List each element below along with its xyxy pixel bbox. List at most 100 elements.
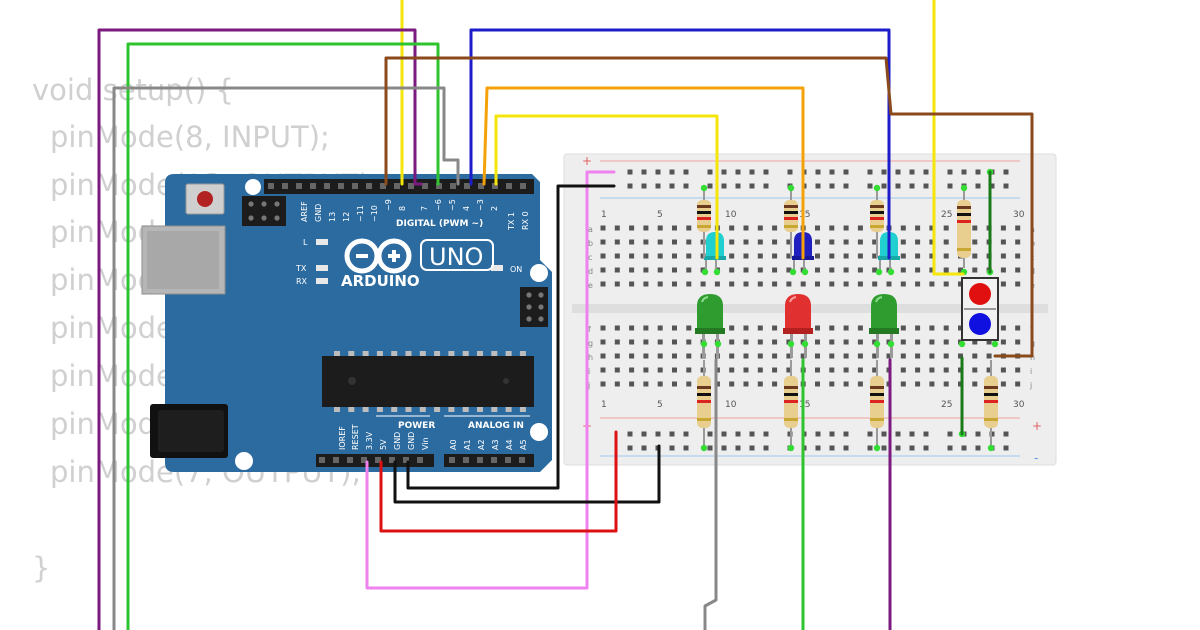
- breadboard-hole: [686, 353, 692, 359]
- breadboard-hole: [972, 381, 978, 387]
- breadboard-hole: [657, 367, 663, 373]
- power-jack-inner: [158, 410, 224, 452]
- breadboard-hole: [614, 381, 620, 387]
- connection-dot: [789, 268, 797, 276]
- rail-plus-sign: +: [1032, 419, 1042, 433]
- pin-label: GND: [314, 204, 323, 222]
- rail-hole: [975, 183, 981, 189]
- pin-label: ~6: [434, 199, 443, 211]
- breadboard-hole: [629, 281, 635, 287]
- wire-black: [393, 444, 661, 504]
- rail-hole: [815, 445, 821, 451]
- rail-hole: [1003, 431, 1009, 437]
- breadboard-hole: [743, 267, 749, 273]
- header-pin: [389, 457, 395, 463]
- breadboard-hole: [643, 339, 649, 345]
- header-pin: [394, 183, 400, 189]
- breadboard-hole: [686, 267, 692, 273]
- breadboard-hole: [757, 325, 763, 331]
- resistor: [957, 188, 971, 268]
- chip-leg: [462, 407, 469, 412]
- row-letter: j: [587, 381, 590, 390]
- rail-hole: [961, 445, 967, 451]
- breadboard-hole: [872, 281, 878, 287]
- row-letter: h: [1030, 353, 1035, 362]
- led-red[interactable]: [783, 294, 813, 358]
- header-pin: [492, 183, 498, 189]
- breadboard-hole: [686, 367, 692, 373]
- rail-hole: [641, 431, 647, 437]
- led-cyan-1[interactable]: [704, 232, 726, 271]
- row-letter: i: [588, 367, 590, 376]
- rail-hole: [1003, 183, 1009, 189]
- rail-hole: [815, 169, 821, 175]
- breadboard-hole: [815, 381, 820, 387]
- breadboard-hole: [915, 225, 921, 231]
- breadboard-hole: [972, 253, 978, 259]
- chip-leg: [334, 407, 340, 412]
- connection-dot: [991, 340, 999, 348]
- breadboard-hole: [600, 239, 606, 245]
- breadboard-hole: [958, 281, 963, 287]
- chip-leg: [376, 351, 383, 356]
- column-number: 15: [799, 400, 810, 410]
- header-pin: [380, 183, 386, 189]
- breadboard-hole: [857, 353, 863, 359]
- connection-dot: [887, 340, 895, 348]
- breadboard-hole: [929, 239, 935, 245]
- header-pin: [282, 183, 288, 189]
- breadboard-hole: [657, 281, 663, 287]
- pin-label: GND: [407, 432, 416, 450]
- led-label: TX: [295, 264, 307, 273]
- pin-label: RESET: [351, 424, 360, 450]
- rail-hole: [815, 431, 821, 437]
- connection-dot: [700, 340, 708, 348]
- breadboard-hole: [672, 381, 677, 387]
- chip-notch: [348, 377, 356, 385]
- chip-leg: [505, 407, 512, 412]
- header-pin: [366, 183, 372, 189]
- icsp-header-right: [520, 287, 548, 327]
- breadboard-hole: [843, 381, 849, 387]
- connection-dot: [700, 184, 708, 192]
- breadboard-hole: [815, 239, 820, 245]
- push-button-red[interactable]: [969, 283, 991, 305]
- wire-gray: [703, 358, 718, 630]
- reset-button-cap[interactable]: [197, 191, 213, 207]
- chip-leg: [434, 351, 441, 356]
- header-pin: [408, 183, 414, 189]
- rail-hole: [843, 183, 849, 189]
- column-number: 30: [1013, 400, 1025, 410]
- push-button-blue[interactable]: [969, 313, 991, 335]
- breadboard-hole: [700, 281, 706, 287]
- pin-label: A5: [519, 439, 528, 450]
- row-letter: d: [588, 267, 593, 276]
- digital-pin-labels: AREF GND 13 12 ~11 ~10 ~9 8 7 ~6 ~5 4 ~3…: [300, 199, 530, 231]
- resistors: [697, 188, 998, 450]
- led-green-1[interactable]: [695, 294, 725, 358]
- mounting-hole: [530, 264, 548, 282]
- rail-hole: [683, 183, 689, 189]
- header-pin: [310, 183, 316, 189]
- pin-label: 7: [420, 206, 429, 211]
- pin-label: 5V: [379, 439, 388, 450]
- pin-label: ~10: [370, 205, 379, 222]
- rail-hole: [947, 431, 953, 437]
- rail-hole: [1003, 445, 1009, 451]
- breadboard-hole: [929, 225, 935, 231]
- breadboard-hole: [629, 267, 635, 273]
- breadboard-hole: [943, 253, 949, 259]
- analog-label: ANALOG IN: [468, 421, 524, 431]
- rail-hole: [881, 431, 887, 437]
- wire-purple: [97, 28, 423, 630]
- chip-legs: [334, 351, 526, 412]
- led-tx: [316, 265, 328, 271]
- breadboard-hole: [915, 367, 921, 373]
- pin-label: A3: [491, 439, 500, 450]
- breadboard-hole: [886, 353, 892, 359]
- breadboard-hole: [657, 325, 663, 331]
- pin-label: IOREF: [338, 426, 347, 450]
- led-green-2[interactable]: [869, 294, 899, 358]
- rail-hole: [683, 445, 689, 451]
- rail-hole: [909, 431, 915, 437]
